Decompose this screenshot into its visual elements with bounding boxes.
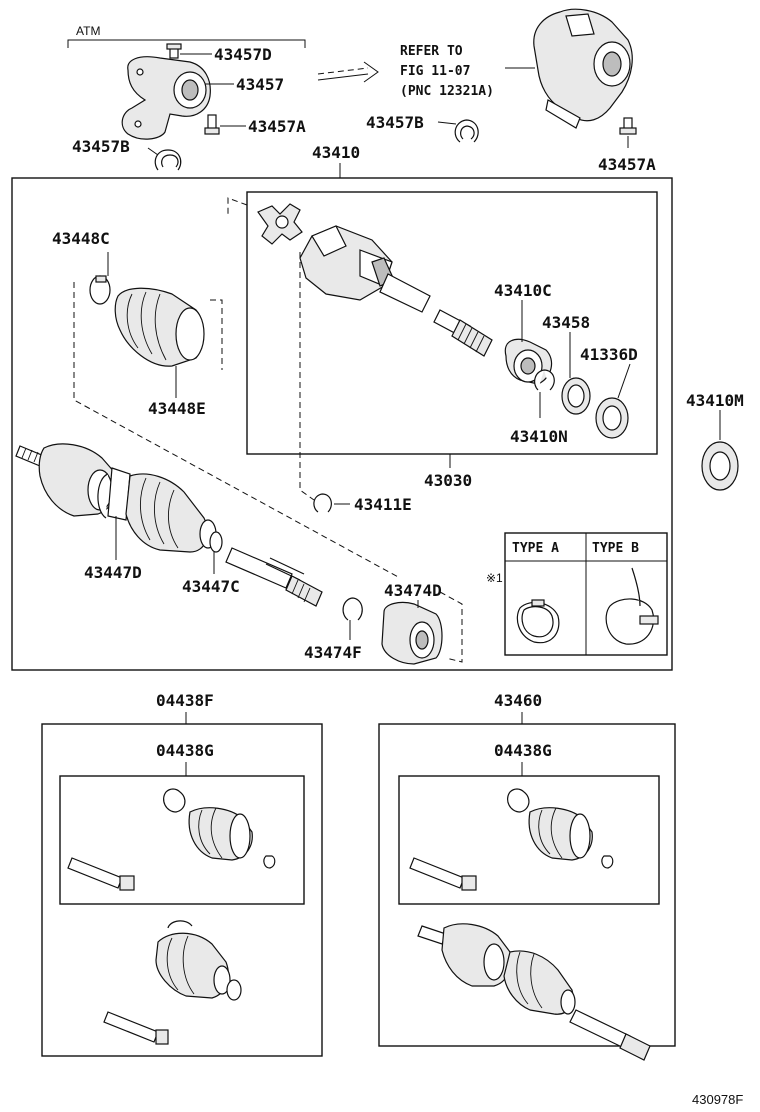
boot-kit-left-inner [67,788,276,891]
kit-box-04438F [41,723,323,1057]
bearing-43410C [504,338,553,385]
reference-mark-type: ※1 [486,571,503,585]
boot-kit-right-inner [409,788,614,891]
label-43411E: 43411E [354,495,412,514]
bolt-43457D [166,43,182,59]
snap-ring-43457B-right [454,119,479,143]
label-04438G-right: 04438G [494,741,552,760]
label-type-a: TYPE A [512,541,559,556]
snap-ring-43411E [313,493,332,513]
snap-ring-43457B-left [154,149,182,171]
label-43447C: 43447C [182,577,240,596]
assembly-box-43410 [11,177,673,671]
figure-number: 430978F [692,1092,743,1107]
oil-seal-41336D [595,397,629,439]
label-43448C: 43448C [52,229,110,248]
label-43448E: 43448E [148,399,206,418]
label-43457A-right: 43457A [598,155,656,174]
bearing-bracket-43457 [121,56,211,140]
label-atm: ATM [76,24,100,38]
steering-knuckle [533,8,633,129]
snap-ring-43410N [534,369,555,391]
label-43457B-left: 43457B [72,137,130,156]
label-04438G-left: 04438G [156,741,214,760]
label-43410: 43410 [312,143,360,162]
label-43030: 43030 [424,471,472,490]
label-43410C: 43410C [494,281,552,300]
outboard-joint-assembly [15,443,223,553]
label-43474F: 43474F [304,643,362,662]
inboard-joint-housing [299,225,395,301]
label-43410M: 43410M [686,391,744,410]
label-43474D: 43474D [384,581,442,600]
clamp-43447D [97,473,109,519]
shaft-kit-right [417,923,651,1061]
shaft-stub [379,273,493,357]
refer-arrow [317,61,379,83]
label-43457A-left: 43457A [248,117,306,136]
drive-shaft [225,547,323,607]
dust-cover-43474D [381,601,443,665]
snap-ring-43474F [342,597,363,621]
assembly-box-43030 [246,191,658,455]
refer-line-2: FIG 11-07 [400,64,470,79]
refer-line-1: REFER TO [400,44,463,59]
refer-line-3: (PNC 12321A) [400,84,494,99]
boot-kit-left-outer [103,920,242,1045]
bolt-43457A-right [619,117,637,135]
label-43447D: 43447D [84,563,142,582]
bolt-43457A-left [204,114,220,135]
atm-bracket: ATM [67,24,306,48]
bearing-43458 [561,377,591,415]
kit-box-43460 [378,723,676,1047]
clamp-type-box [504,532,668,656]
kit-box-04438G-left [59,775,305,905]
label-43460: 43460 [494,691,542,710]
label-43410N: 43410N [510,427,568,446]
kit-box-04438G-right [398,775,660,905]
oil-seal-43410M [701,441,739,491]
label-43457: 43457 [236,75,284,94]
label-43458: 43458 [542,313,590,332]
tripod-joint [257,203,303,245]
label-43457B-right: 43457B [366,113,424,132]
boot-43448E [114,287,205,367]
label-type-b: TYPE B [592,541,639,556]
label-41336D: 41336D [580,345,638,364]
label-04438F: 04438F [156,691,214,710]
clamp-43448C [89,275,111,305]
label-43457D: 43457D [214,45,272,64]
